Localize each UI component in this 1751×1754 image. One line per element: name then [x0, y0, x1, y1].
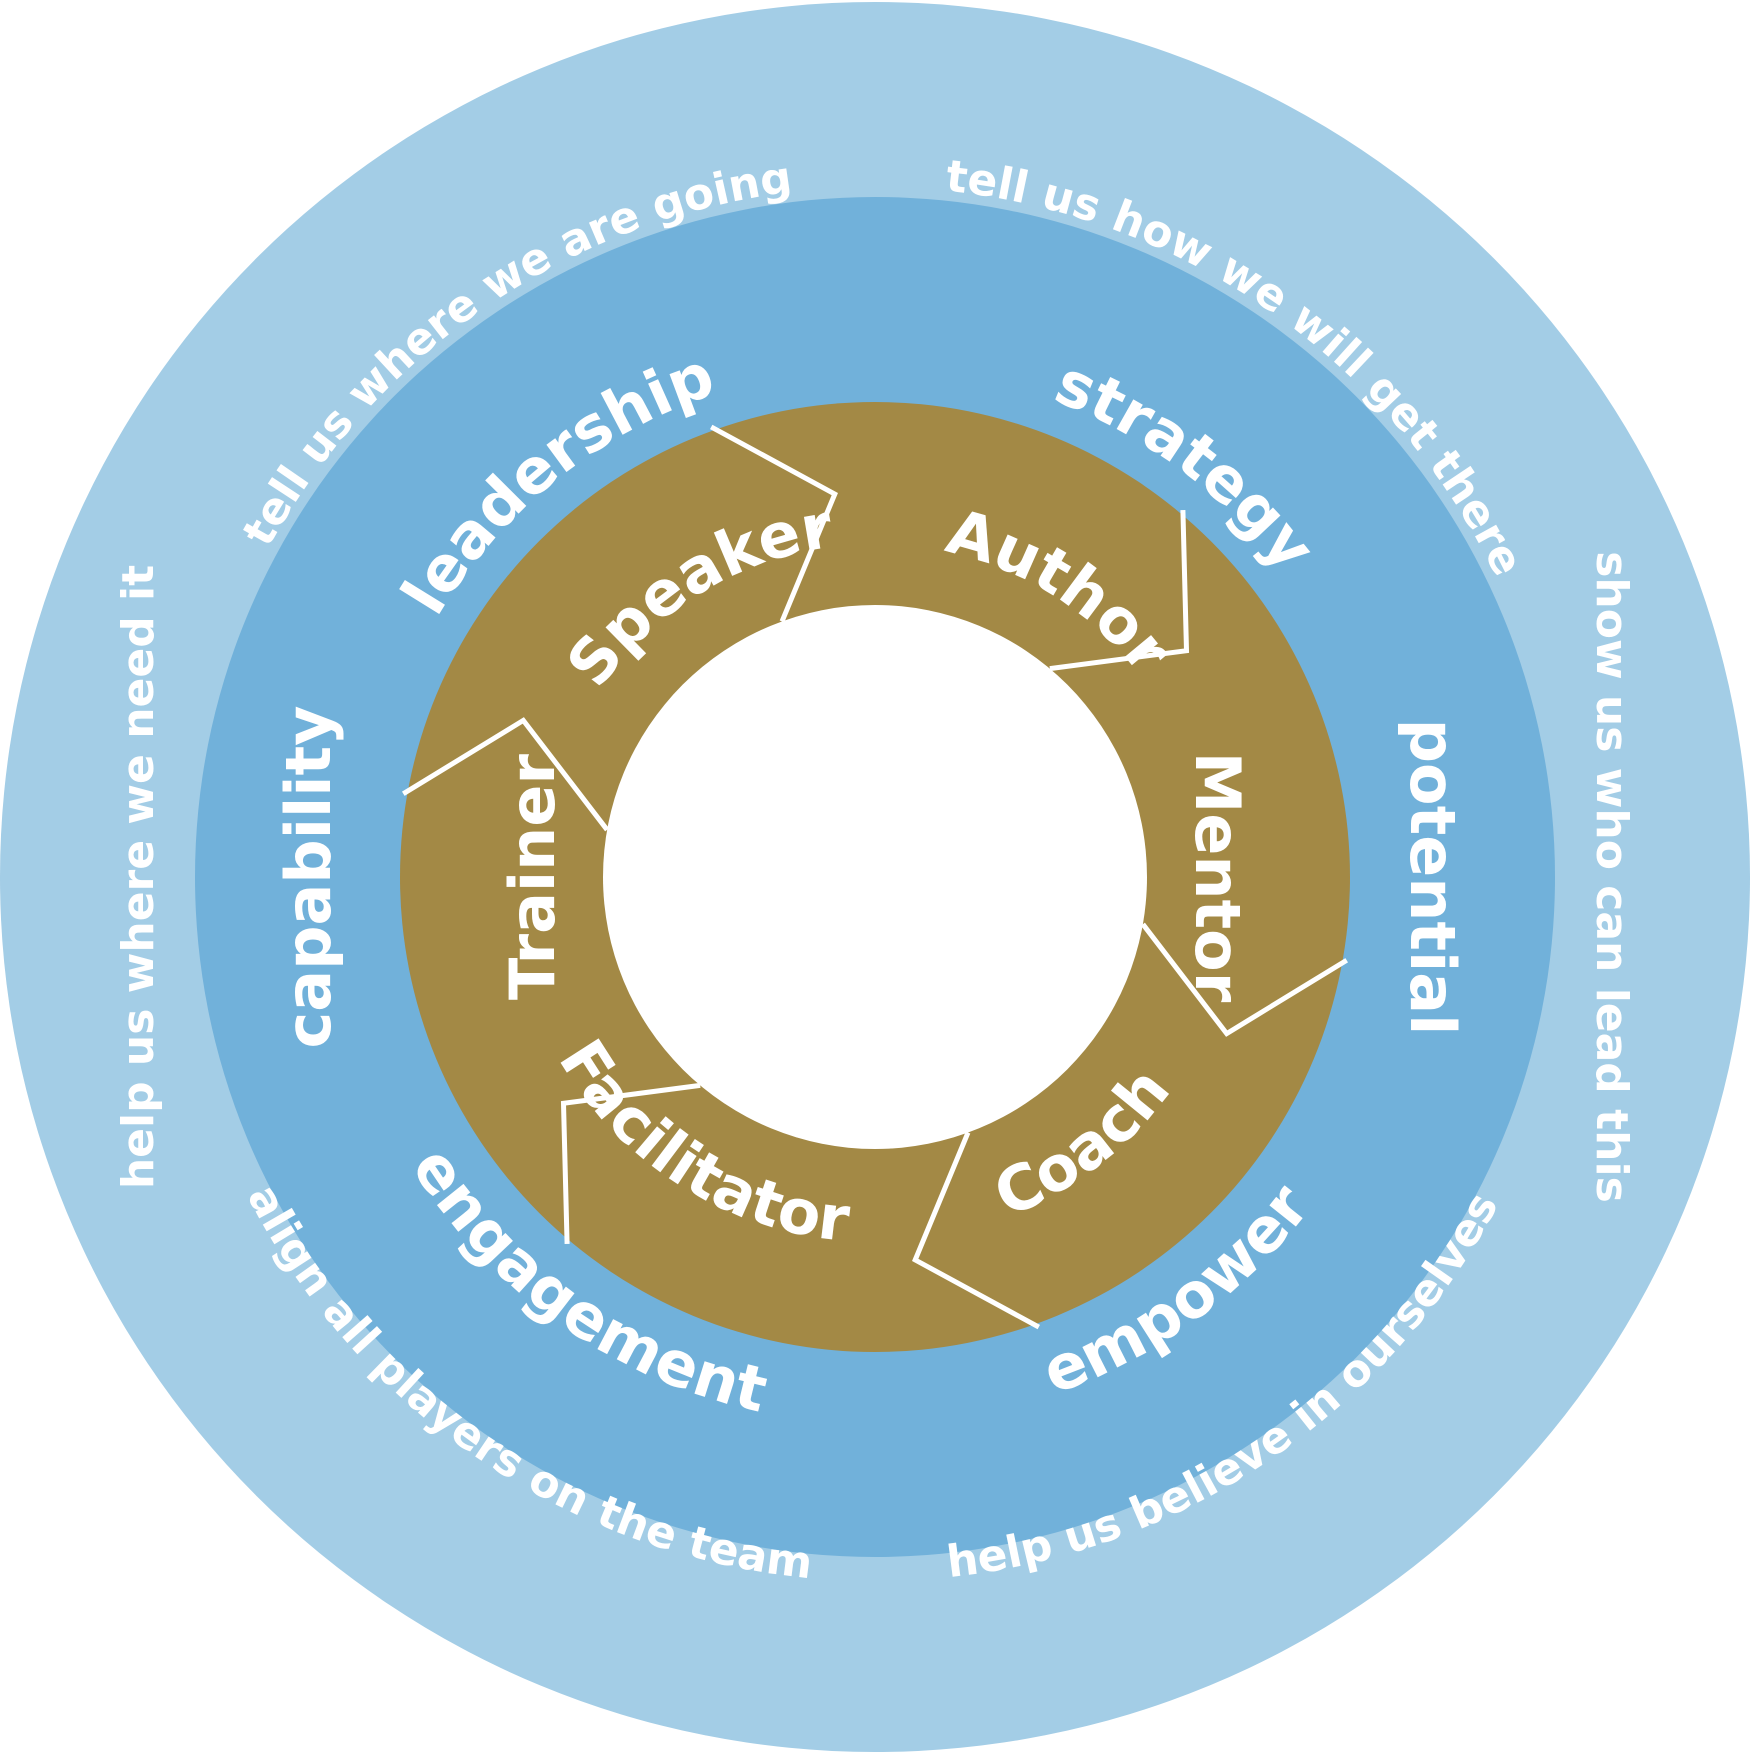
- middle-word: potential: [1396, 719, 1469, 1036]
- center-circle: [603, 605, 1147, 1149]
- segment-dividers: [401, 424, 1349, 1330]
- middle-word: capability: [272, 706, 345, 1049]
- segment-divider: [1049, 510, 1190, 672]
- segment-divider: [560, 1082, 701, 1244]
- segment-divider: [710, 424, 838, 623]
- outer-phrase: show us who can lead this: [1586, 551, 1637, 1203]
- outer-phrase: help us where we need it: [113, 565, 164, 1189]
- segment-divider: [401, 717, 610, 832]
- role-label: Mentor: [1181, 752, 1254, 1003]
- segment-divider: [1140, 922, 1349, 1037]
- role-label: Trainer: [496, 754, 569, 1000]
- segment-divider: [912, 1131, 1040, 1330]
